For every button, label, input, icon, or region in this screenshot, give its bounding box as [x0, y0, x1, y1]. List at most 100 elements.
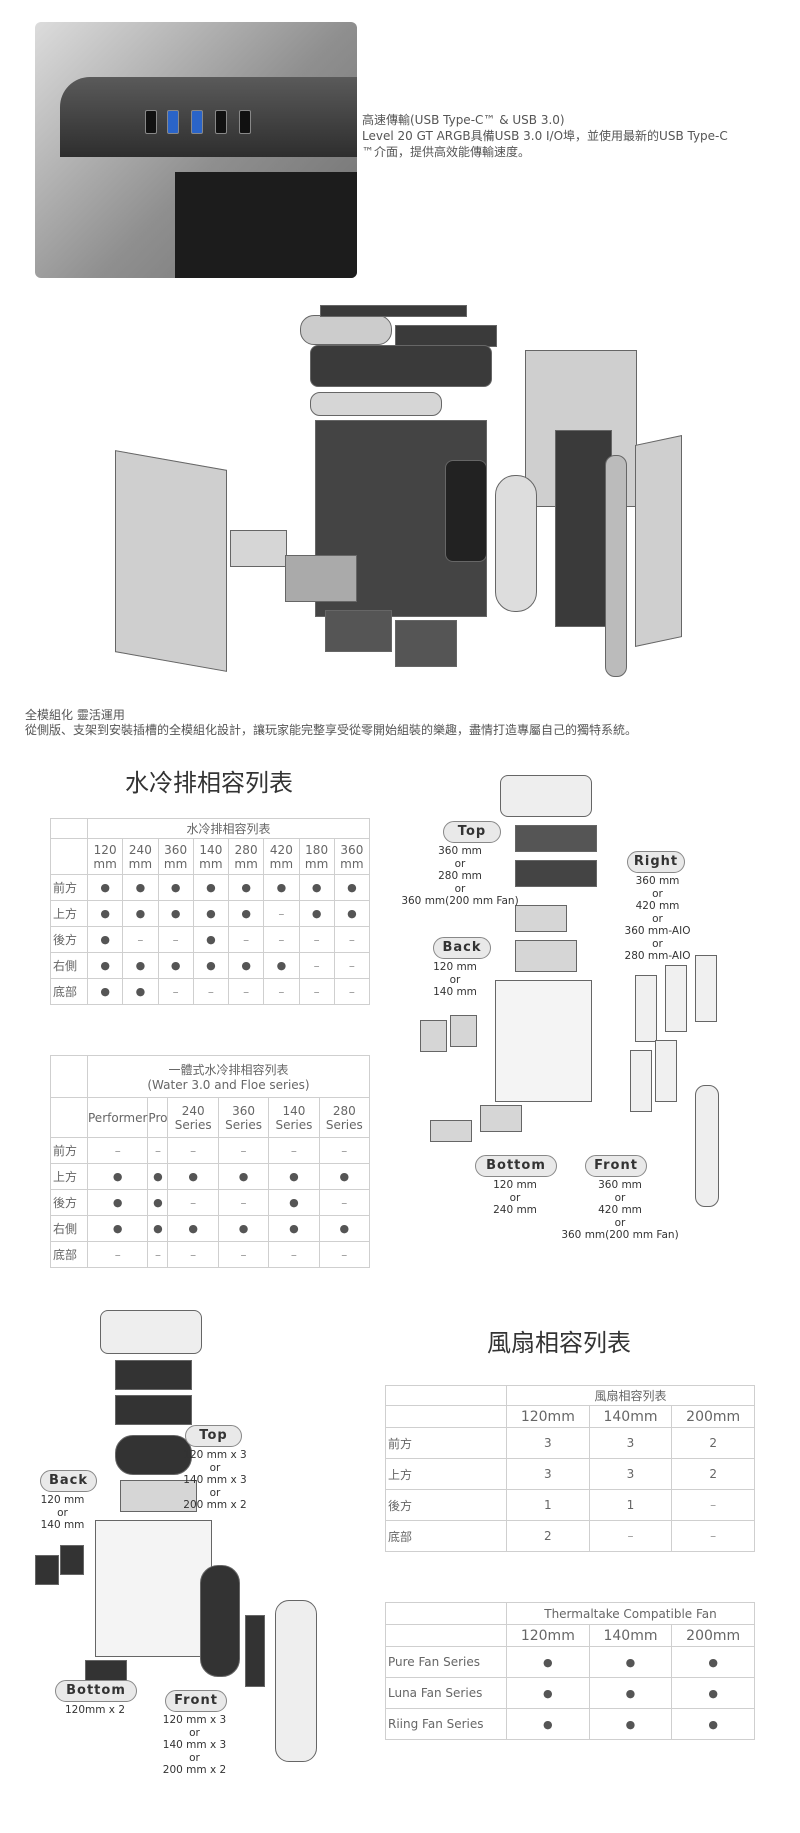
- table-cell: –: [298, 952, 335, 979]
- table-cell: ●: [333, 874, 371, 901]
- table-cell: 3: [506, 1427, 590, 1459]
- column-header: 200mm: [671, 1405, 755, 1428]
- argb-fans: [445, 460, 487, 562]
- radiator-part: [515, 860, 597, 887]
- hdd-cage: [285, 555, 357, 602]
- note-line: 120 mm x 3: [183, 1449, 247, 1461]
- table-row: 右側●●●●●●: [50, 1215, 371, 1242]
- table-cell: –: [167, 1189, 219, 1216]
- bottom-fan: [480, 1105, 522, 1132]
- column-header: 120mm: [506, 1624, 590, 1647]
- table-cell: –: [86, 1241, 149, 1268]
- table-cell: ●: [192, 952, 230, 979]
- table-subcaption: (Water 3.0 and Floe series): [147, 1078, 310, 1092]
- row-label: 前方: [50, 874, 88, 901]
- table-cell: ●: [227, 900, 265, 927]
- column-header: Pro: [147, 1097, 169, 1138]
- table-cell: ●: [227, 874, 265, 901]
- table-cell: ●: [217, 1163, 270, 1190]
- table-cell: 1: [588, 1489, 673, 1521]
- table-row: Pure Fan Series●●●: [385, 1646, 755, 1678]
- note-line: 140 mm x 3: [183, 1474, 247, 1486]
- table-cell: ●: [192, 874, 230, 901]
- table-cell: –: [217, 1241, 270, 1268]
- table-row: 後方●––●––––: [50, 926, 371, 953]
- note-line: or: [449, 973, 461, 986]
- table-cell: ●: [217, 1215, 270, 1242]
- table-row: 底部●●––––––: [50, 978, 371, 1005]
- table-cell: –: [263, 978, 300, 1005]
- top-cover: [300, 315, 392, 345]
- note-line: 360 mm: [635, 875, 680, 887]
- table-caption: Thermaltake Compatible Fan: [506, 1602, 755, 1625]
- usb-intro: 高速傳輸(USB Type-C™ & USB 3.0) Level 20 GT …: [362, 112, 782, 160]
- front-fans: [245, 1615, 265, 1687]
- row-label: 前方: [385, 1427, 507, 1459]
- fan-note-bottom: 120mm x 2: [50, 1704, 140, 1717]
- radiator-part: [665, 965, 687, 1032]
- row-label: Riing Fan Series: [385, 1708, 507, 1740]
- label-right: Right: [627, 851, 685, 873]
- column-header: 120 mm: [86, 838, 124, 875]
- io-ports-photo: [35, 22, 357, 278]
- note-line: 140 mm: [40, 1519, 85, 1531]
- table-cell: –: [227, 978, 265, 1005]
- note-line: 360 mm(200 mm Fan): [561, 1229, 679, 1241]
- fan-label-top: Top: [185, 1425, 242, 1447]
- usb3-port-icon: [191, 110, 203, 134]
- table-cell: ●: [671, 1646, 755, 1678]
- fan-part: [420, 1020, 447, 1052]
- table-cell: 3: [588, 1458, 673, 1490]
- column-header: 420 mm: [263, 838, 300, 875]
- radiator-part: [695, 955, 717, 1022]
- front-fans: [200, 1565, 240, 1677]
- front-glass-panel: [635, 435, 682, 647]
- table-cell: ●: [671, 1708, 755, 1740]
- table-cell: ●: [86, 1189, 149, 1216]
- note-line: or: [57, 1506, 68, 1519]
- table-cell: ●: [506, 1677, 590, 1709]
- table-cell: –: [157, 926, 194, 953]
- table-row: 後方●●––●–: [50, 1189, 371, 1216]
- column-header: 140mm: [588, 1624, 673, 1647]
- label-back: Back: [433, 937, 491, 959]
- column-header: 120mm: [506, 1405, 590, 1428]
- note-line: 280 mm: [438, 870, 482, 882]
- table-cell: ●: [192, 926, 230, 953]
- row-label: 後方: [385, 1489, 507, 1521]
- table-cell: ●: [318, 1163, 371, 1190]
- column-header: 240 Series: [167, 1097, 219, 1138]
- psu-cover: [230, 530, 287, 567]
- table-cell: ●: [86, 926, 124, 953]
- table-cell: 3: [506, 1458, 590, 1490]
- note-line: or: [509, 1191, 521, 1204]
- table-cell: –: [167, 1241, 219, 1268]
- table-cell: –: [333, 926, 371, 953]
- column-header: Performer: [86, 1097, 149, 1138]
- table-cell: ●: [122, 978, 159, 1005]
- bottom-fan: [85, 1660, 127, 1682]
- table-cell: ●: [122, 900, 159, 927]
- row-label: 底部: [385, 1520, 507, 1552]
- exploded-view-image: [95, 300, 705, 700]
- table-row: 上方●●●●●●: [50, 1163, 371, 1190]
- front-cover: [695, 1085, 719, 1207]
- note-line: 360 mm(200 mm Fan): [401, 895, 519, 907]
- front-cover: [495, 475, 537, 612]
- note-line: 200 mm x 2: [162, 1764, 227, 1776]
- note-line: or: [652, 937, 663, 950]
- note-line: or: [209, 1461, 221, 1474]
- bottom-fan: [430, 1120, 472, 1142]
- note-line: 280 mm-AIO: [624, 950, 691, 962]
- table-cell: –: [192, 978, 230, 1005]
- row-label: 後方: [50, 926, 88, 953]
- audio-port-icon: [215, 110, 227, 134]
- table-cell: ●: [506, 1646, 590, 1678]
- fan-part: [115, 1435, 192, 1475]
- table-cell: ●: [86, 1163, 149, 1190]
